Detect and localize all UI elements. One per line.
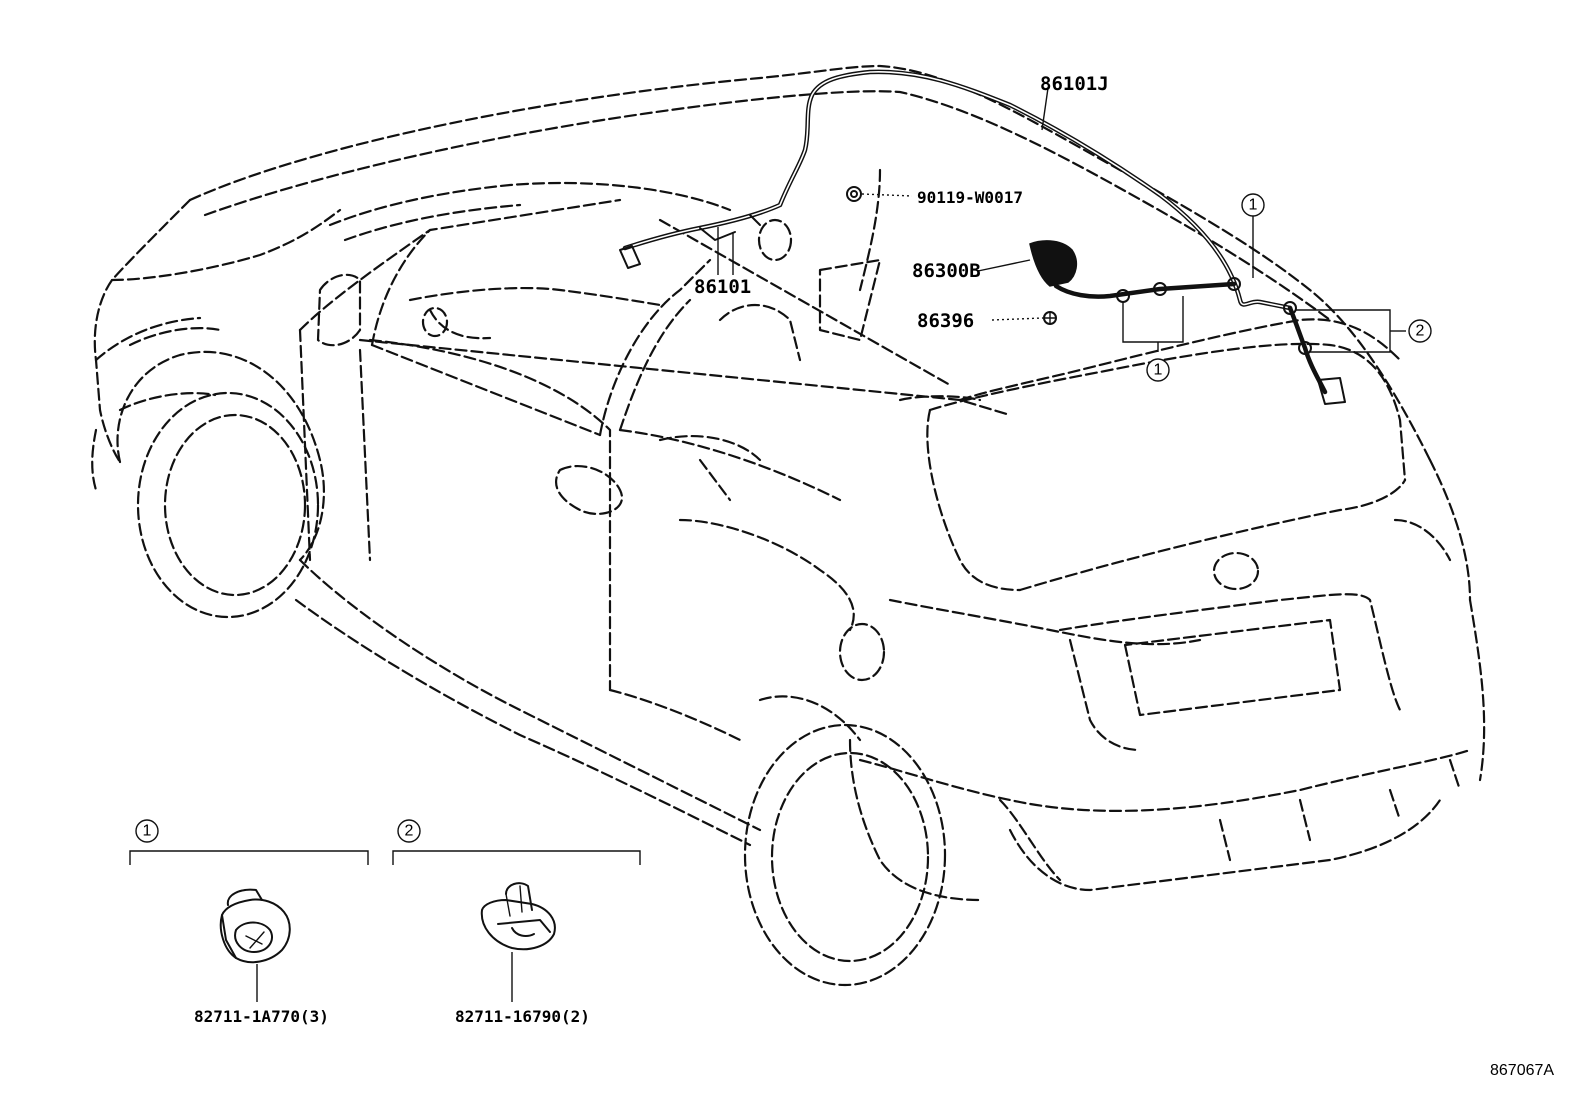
svg-text:1: 1 (1154, 362, 1163, 379)
marker-2: 2 (1408, 319, 1432, 343)
label-86300B: 86300B (912, 260, 981, 282)
label-86101J: 86101J (1040, 73, 1109, 95)
screw-90119 (846, 186, 862, 202)
marker-1-top: 1 (1241, 193, 1265, 217)
grommet-86396 (1043, 311, 1057, 325)
marker-1-mid: 1 (1146, 358, 1170, 382)
label-86101: 86101 (694, 276, 751, 298)
label-90119-W0017: 90119-W0017 (917, 188, 1023, 207)
car-body-outline (91, 64, 1486, 987)
legend-1-marker: 1 (143, 823, 152, 840)
legend-group-2: 2 82711-16790(2) (392, 819, 641, 1026)
figure-code: 867067A (1490, 1062, 1554, 1079)
legend-group-1: 1 82711-1A770(3) (129, 819, 369, 1026)
clip-82711-16790-icon (480, 882, 556, 951)
svg-text:1: 1 (1249, 197, 1258, 214)
legend-2-marker: 2 (405, 823, 414, 840)
svg-text:2: 2 (1416, 323, 1425, 340)
wire-harness-86101J (619, 69, 1346, 405)
leader-lines (717, 87, 1406, 353)
clip-82711-1A770-icon (219, 888, 291, 964)
antenna-harness-86300B (1029, 240, 1237, 299)
legend-2-part: 82711-16790(2) (455, 1007, 590, 1026)
label-86396: 86396 (917, 310, 974, 332)
legend-1-part: 82711-1A770(3) (194, 1007, 329, 1026)
